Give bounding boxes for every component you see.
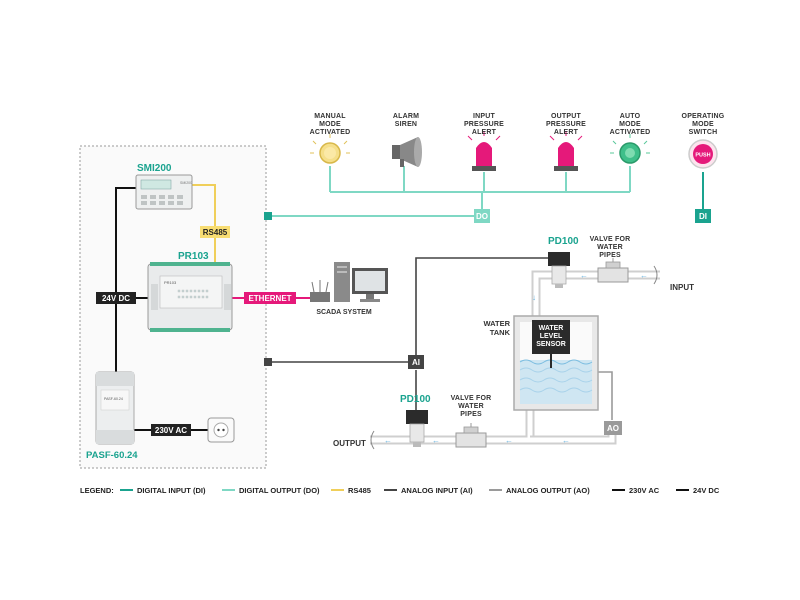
dc24-tag: 24V DC: [96, 292, 136, 304]
svg-text:230V AC: 230V AC: [155, 426, 187, 435]
legend-item-ac230: 230V AC: [629, 486, 660, 495]
legend-item-digital-output: DIGITAL OUTPUT (DO): [239, 486, 320, 495]
analog-input-wiring: [268, 257, 548, 410]
output-pipe-label: OUTPUT: [333, 439, 366, 448]
svg-text:AO: AO: [607, 424, 619, 433]
pd100-bottom-sensor: [406, 410, 428, 447]
pasf-tag: PASF-60.24: [104, 397, 123, 401]
legend-item-dc24: 24V DC: [693, 486, 720, 495]
rs485-tag: RS485: [200, 226, 230, 238]
svg-text:24V DC: 24V DC: [102, 294, 130, 303]
ai-junction: [264, 358, 272, 366]
svg-text:AI: AI: [412, 358, 420, 367]
pr103-controller: PR103: [147, 262, 233, 332]
svg-text:DI: DI: [699, 212, 707, 221]
svg-text:←: ←: [580, 271, 588, 280]
pd100-top-sensor: [548, 252, 570, 288]
auto-mode-lamp: [610, 134, 650, 164]
di-tag: DI: [695, 209, 711, 223]
alarm-siren-icon: [392, 137, 422, 167]
manual-mode-lamp: [310, 134, 350, 164]
push-label: PUSH: [695, 153, 710, 159]
analog-output-wire: [598, 371, 613, 420]
scada-label: SCADA SYSTEM: [316, 309, 372, 316]
pd100-bottom-label: PD100: [400, 394, 431, 405]
output-pressure-beacon: [549, 131, 583, 171]
pasf-label: PASF-60.24: [86, 450, 138, 461]
pr103-tag: PR103: [164, 280, 177, 285]
svg-text:←: ←: [505, 436, 513, 445]
legend-item-rs485: RS485: [348, 486, 371, 495]
scada-workstation: [310, 262, 388, 302]
ethernet-tag: ETHERNET: [244, 292, 296, 304]
input-pipe-label: INPUT: [670, 283, 694, 292]
svg-text:RS485: RS485: [203, 228, 228, 237]
svg-text:←: ←: [640, 271, 648, 280]
legend-title: LEGEND:: [80, 486, 114, 495]
legend-item-analog-output: ANALOG OUTPUT (AO): [506, 486, 590, 495]
legend-item-analog-input: ANALOG INPUT (AI): [401, 486, 473, 495]
smi200-tag: SMI200: [180, 181, 192, 185]
ai-tag: AI: [408, 355, 424, 369]
input-pressure-beacon: [467, 131, 501, 171]
pr103-label: PR103: [178, 251, 209, 262]
flow-arrows: ← ← ↓ ← ← ← ←: [384, 271, 648, 445]
svg-text:←: ←: [562, 436, 570, 445]
svg-text:←: ←: [384, 436, 392, 445]
level-sensor: [532, 320, 570, 368]
svg-text:ETHERNET: ETHERNET: [248, 294, 291, 303]
svg-text:←: ←: [432, 436, 440, 445]
valve-bottom: [455, 423, 487, 448]
pasf-power-supply: PASF-60.24: [95, 371, 135, 445]
legend-item-digital-input: DIGITAL INPUT (DI): [137, 486, 206, 495]
do-junction: [264, 212, 272, 220]
smi200-display-unit: SMI200: [135, 174, 193, 210]
wall-socket: [207, 417, 235, 443]
legend: LEGEND: DIGITAL INPUT (DI) DIGITAL OUTPU…: [80, 486, 720, 495]
svg-text:↓: ↓: [532, 293, 536, 302]
svg-text:DO: DO: [476, 212, 488, 221]
do-tag: DO: [474, 209, 490, 223]
valve-top: [597, 258, 629, 283]
pd100-top-label: PD100: [548, 236, 579, 247]
pipe-ends: [370, 265, 658, 450]
ao-tag: AO: [604, 421, 622, 435]
smi200-label: SMI200: [137, 163, 172, 174]
operating-mode-push-button[interactable]: PUSH: [688, 139, 718, 169]
ac230-tag: 230V AC: [151, 424, 191, 436]
digital-output-wiring: [268, 166, 631, 217]
